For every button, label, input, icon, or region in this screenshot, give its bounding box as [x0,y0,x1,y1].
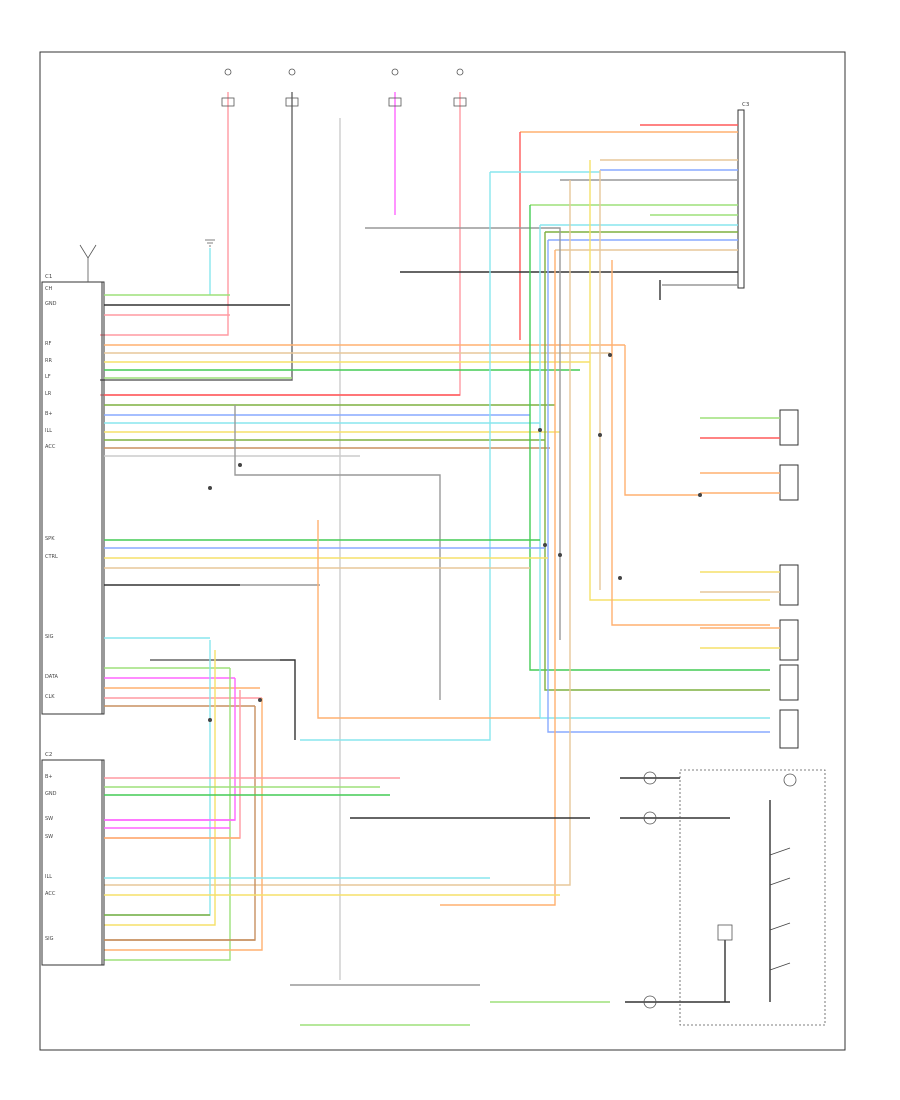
top-connector-wires [104,294,625,700]
svg-text:SIG: SIG [45,936,54,942]
lower-bundle-wires [104,659,296,740]
svg-text:RF: RF [45,341,51,347]
svg-text:SIG: SIG [45,634,54,640]
svg-text:B+: B+ [45,774,53,780]
ground-symbol-top [205,239,215,295]
fuse-symbols [221,68,467,107]
radio-module-connector-top [41,281,105,715]
bottom-module-wires [290,777,730,1026]
svg-text:SW: SW [45,834,53,840]
mid-connector-wires [104,520,548,719]
svg-text:GND: GND [45,791,57,797]
splice-points[interactable] [208,353,702,722]
svg-text:ACC: ACC [45,891,56,897]
speaker-right-front-2 [700,464,799,501]
svg-text:CH: CH [45,286,52,292]
pin-labels-left-bottom: B+ GND SW SW ILL ACC SIG [45,774,57,942]
svg-text:ILL: ILL [45,874,52,880]
svg-text:ACC: ACC [45,444,56,450]
svg-text:CLK: CLK [45,694,55,700]
right-amp-connector [365,109,745,640]
svg-text:LR: LR [45,391,52,397]
pin-labels-left-top: CH GND RF RR LF LR B+ ILL ACC SPK CTRL S… [45,286,58,700]
svg-text:DATA: DATA [45,674,58,680]
svg-text:SW: SW [45,816,53,822]
antenna-symbol [79,244,97,282]
diagram-frame [39,51,846,1051]
svg-text:LF: LF [45,374,51,380]
steering-switch-block [643,769,826,1026]
speaker-left-front-1 [700,564,799,606]
svg-text:RR: RR [45,358,52,364]
svg-text:GND: GND [45,301,57,307]
svg-text:C2: C2 [45,752,52,758]
speaker-rear-left [779,709,799,749]
svg-text:ILL: ILL [45,428,52,434]
radio-module-connector-bottom [41,759,560,966]
speaker-right-front-1 [700,409,799,446]
connector-id-labels: C1 C2 C3 [45,102,750,758]
svg-text:C3: C3 [742,102,750,108]
svg-text:B+: B+ [45,411,53,417]
svg-text:CTRL: CTRL [45,554,58,560]
speaker-rear-right [779,664,799,701]
top-fuse-feeds [100,68,467,980]
svg-text:SPK: SPK [45,536,55,542]
svg-text:C1: C1 [45,274,52,280]
speaker-left-front-2 [700,619,799,661]
